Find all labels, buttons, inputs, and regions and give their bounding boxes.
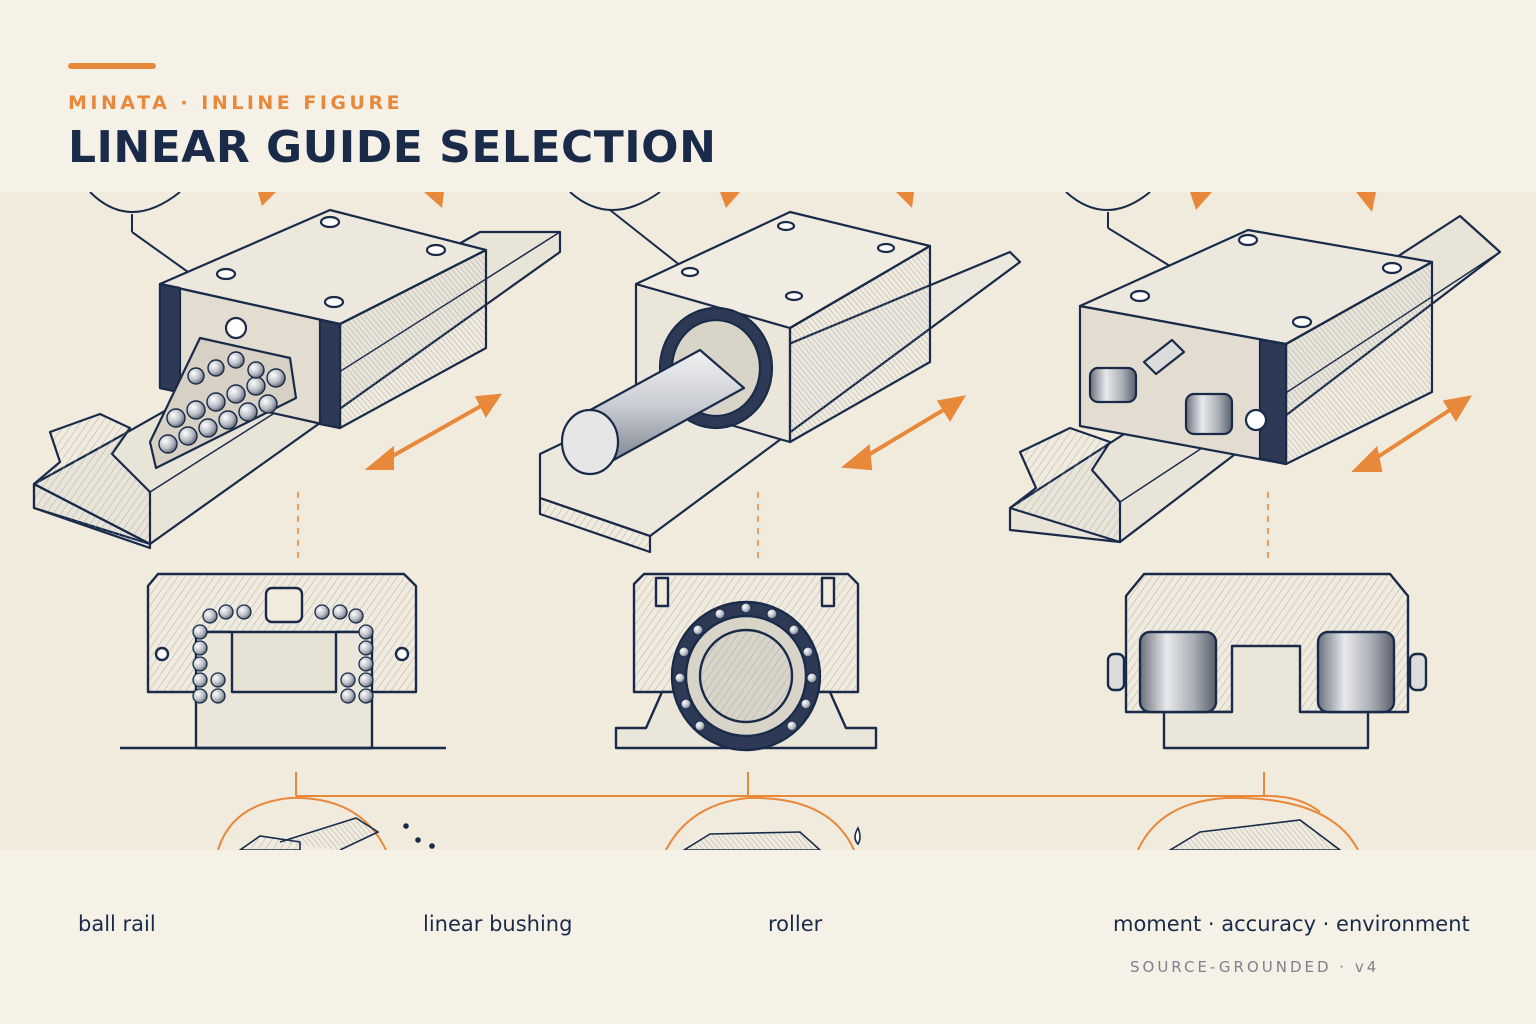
criteria-badges [217,796,1359,850]
dashed-connectors [297,492,1269,564]
ball-rail-section-balls [192,604,374,704]
linear-bushing-motion-arrow [840,395,966,471]
selection-bracket [295,772,1321,813]
accent-bar [68,63,156,69]
roller-motion-arrow [1351,395,1472,472]
caption-ball-rail: ball rail [78,912,156,936]
figure-kicker: MINATA · INLINE FIGURE [68,92,404,114]
linear-bushing-section [614,572,878,752]
page-title: LINEAR GUIDE SELECTION [68,122,717,173]
source-tag: SOURCE-GROUNDED · v4 [1130,958,1380,976]
ball-rail-iso [32,208,562,550]
ball-rail-motion-arrow [364,393,503,470]
caption-roller: roller [768,912,823,936]
caption-linear-bushing: linear bushing [423,912,573,936]
linear-bushing-section-balls [674,602,818,732]
callout-circles [89,192,1171,273]
roller-iso [1008,214,1502,544]
criteria-badge-art [238,817,1342,850]
linear-bushing-iso [538,210,1022,554]
ball-rail-section [120,572,446,750]
roller-section [1106,572,1428,750]
top-markers [258,192,1376,212]
linear-guide-illustration [0,192,1536,850]
ball-rail-balls [158,351,286,454]
caption-selection-criteria: moment · accuracy · environment [1113,912,1470,936]
